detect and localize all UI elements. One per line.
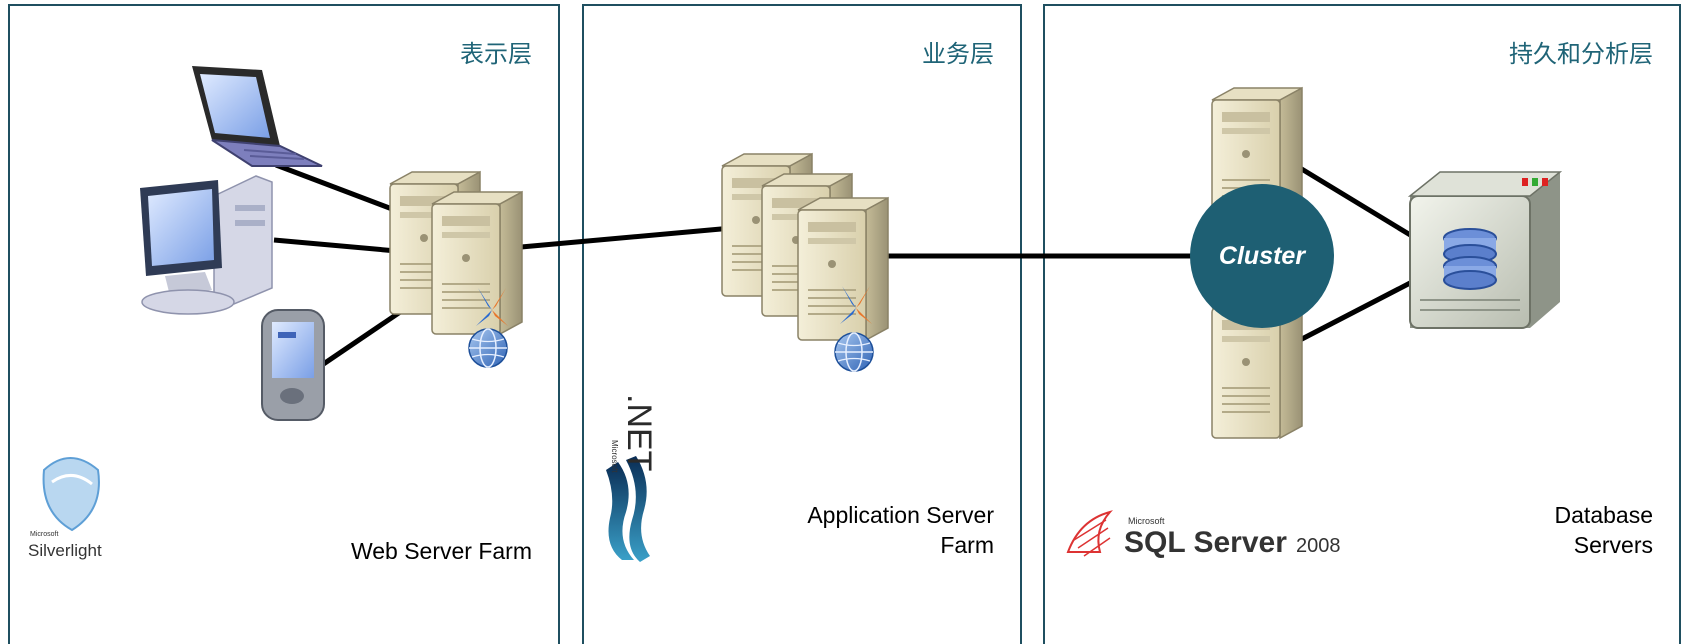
database-cluster <box>1190 87 1334 439</box>
link-webfarm-appfarm <box>509 225 733 251</box>
presentation-tier-title: 表示层 <box>460 40 532 68</box>
sql-name-text: SQL Server <box>1124 526 1287 559</box>
silverlight-name-text: Silverlight <box>28 541 102 560</box>
database-servers-caption: Database Servers <box>1555 500 1653 560</box>
business-tier-title: 业务层 <box>922 40 994 68</box>
sql-small-text: Microsoft <box>1128 516 1165 526</box>
application-server-farm-caption: Application Server Farm <box>807 500 994 560</box>
globe-icon <box>834 332 874 372</box>
web-server-farm <box>389 171 523 368</box>
caption-line: Servers <box>1573 532 1653 558</box>
sql-year-text: 2008 <box>1296 535 1341 557</box>
caption-line: Application Server <box>807 502 994 528</box>
dotnet-small-text: Microsoft <box>610 440 619 473</box>
web-server-farm-caption: Web Server Farm <box>350 538 532 564</box>
data-tier-title: 持久和分析层 <box>1509 40 1653 68</box>
cluster-label: Cluster <box>1219 242 1306 270</box>
laptop-icon <box>192 66 323 167</box>
dotnet-logo: Microsoft .NET <box>606 394 658 562</box>
dotnet-name-text: .NET <box>620 394 658 471</box>
cluster-circle <box>1190 184 1334 328</box>
silverlight-small-text: Microsoft <box>30 531 58 538</box>
caption-line: Database <box>1554 502 1653 528</box>
server-icon <box>797 197 889 341</box>
silverlight-logo: Microsoft Silverlight <box>28 457 102 560</box>
desktop-computer-icon <box>140 175 273 315</box>
link-cluster-db-bottom <box>1298 279 1414 343</box>
pda-icon <box>261 309 325 421</box>
application-server-farm <box>721 153 889 372</box>
link-cluster-db-top <box>1298 165 1414 239</box>
link-desktop-webfarm <box>273 237 409 255</box>
database-storage-icon <box>1407 171 1563 329</box>
sql-server-logo: Microsoft SQL Server 2008 <box>1066 510 1341 559</box>
link-laptop-webfarm <box>275 162 409 218</box>
data-tier-panel: 持久和分析层 Database Servers <box>1043 4 1681 644</box>
server-icon <box>431 191 523 335</box>
globe-icon <box>468 328 508 368</box>
architecture-diagram: Microsoft Silverlight Microsoft .NET Mic… <box>28 66 1563 562</box>
caption-line: Farm <box>940 532 994 558</box>
